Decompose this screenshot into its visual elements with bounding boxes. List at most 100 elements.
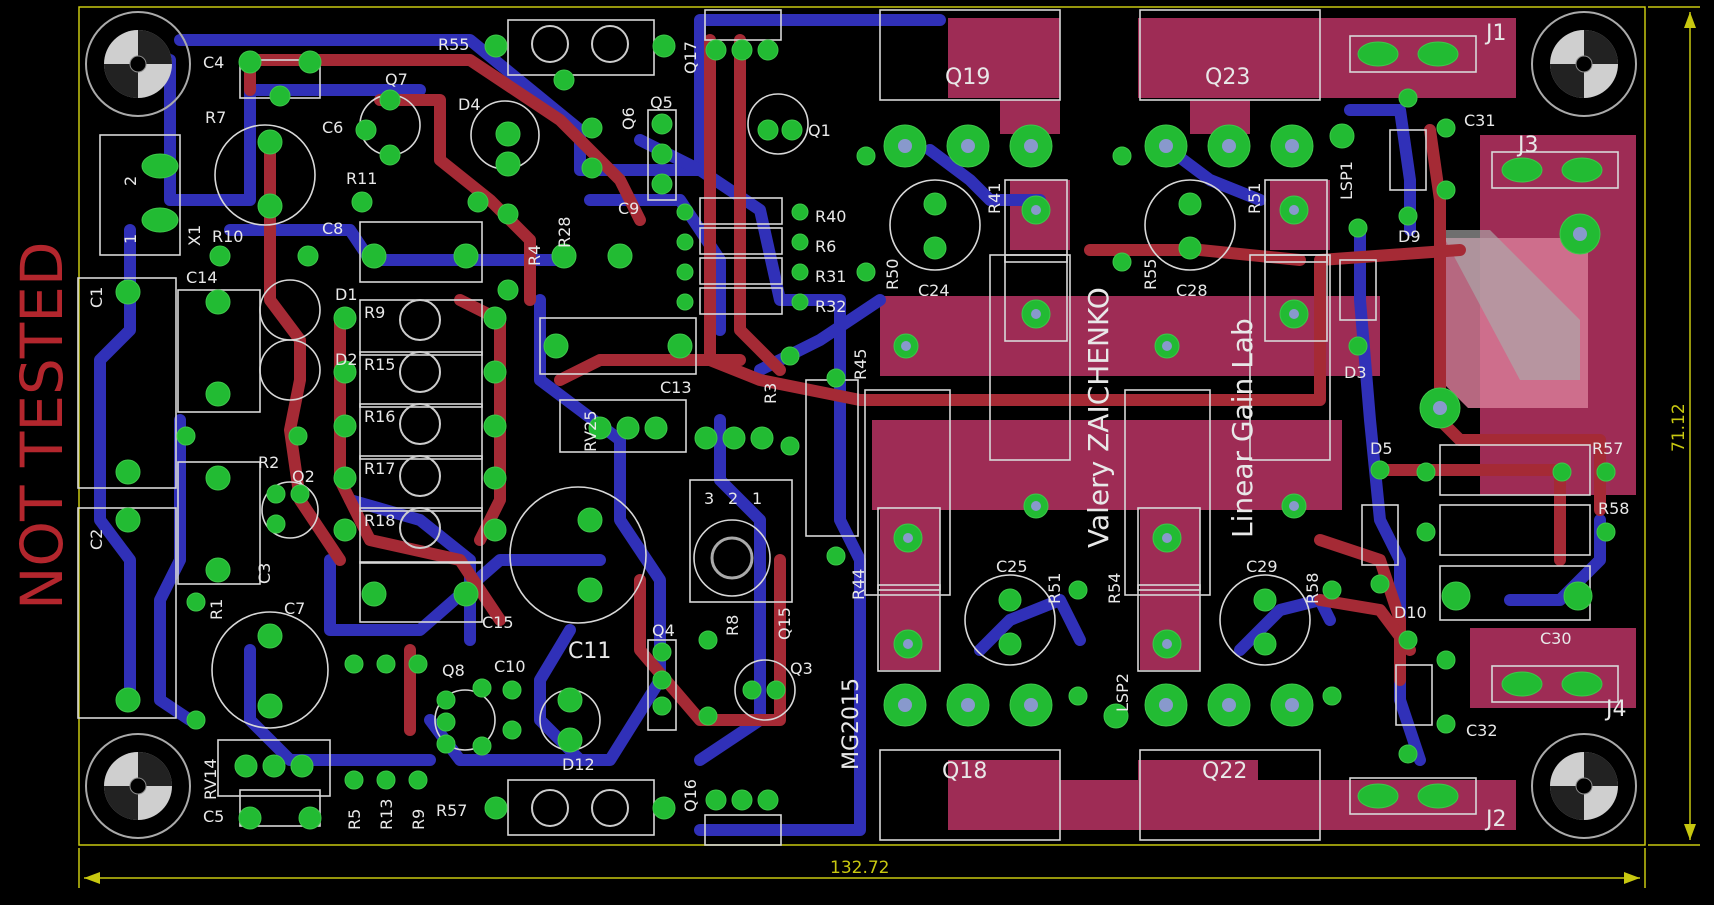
label-C9: C9 (618, 199, 639, 218)
label-D12: D12 (562, 755, 595, 774)
label-C4: C4 (203, 53, 224, 72)
label-R50: R51 (1245, 183, 1264, 214)
dimensions: 132.72 71.12 (78, 6, 1700, 888)
pads (115, 25, 1616, 830)
component-labels: C4 R7 C6 Q7 R55 D4 Q5 Q1 R11 C9 R40 R6 R… (186, 21, 1629, 832)
label-X1-pin2: 2 (121, 176, 140, 186)
label-Q16: Q16 (681, 779, 700, 812)
label-D5: D5 (1370, 439, 1393, 458)
label-C6: C6 (322, 118, 343, 137)
label-C30: C30 (1540, 629, 1572, 648)
label-D9: D9 (1398, 227, 1421, 246)
label-R15: R15 (364, 355, 395, 374)
label-D3: D3 (1344, 363, 1367, 382)
label-R40: R41 (985, 183, 1004, 214)
label-R54: R55 (1141, 259, 1160, 290)
label-R57: R57 (1592, 439, 1623, 458)
label-Q17: Q17 (681, 41, 700, 74)
label-Q7: Q7 (385, 70, 408, 89)
not-tested-watermark: NOT TESTED (8, 241, 76, 610)
mounting-hole-tr (1531, 11, 1637, 117)
height-dimension: 71.12 (1669, 403, 1689, 452)
label-R41: R44 (849, 569, 868, 600)
label-Q22: Q22 (1202, 759, 1247, 784)
label-Q18: Q18 (942, 759, 987, 784)
label-R11: R10 (212, 227, 243, 246)
label-C14: C14 (186, 268, 218, 287)
label-R55: R58 (1303, 573, 1322, 604)
pot-pin-1: 1 (752, 489, 762, 508)
label-Q4: Q4 (652, 621, 675, 640)
label-C1: C1 (87, 287, 106, 308)
label-R31: R40 (815, 207, 846, 226)
label-Q19: Q19 (945, 65, 990, 90)
label-R13: R13 (377, 799, 396, 830)
label-R2: R2 (258, 453, 279, 472)
label-R8: R8 (723, 615, 742, 636)
label-D10: D10 (1394, 603, 1427, 622)
label-Q8: Q8 (442, 661, 465, 680)
label-R44: R50 (883, 259, 902, 290)
label-C25: C25 (996, 557, 1028, 576)
mounting-hole-tl (85, 11, 191, 117)
label-R7: R7 (205, 108, 226, 127)
pot-pin-2: 2 (728, 489, 738, 508)
label-C5: C5 (203, 807, 224, 826)
label-X1-pin1: 1 (121, 234, 140, 244)
mounting-hole-bl (85, 733, 191, 839)
label-C15: C15 (482, 613, 514, 632)
label-R58: R58 (1598, 499, 1629, 518)
label-R27: R31 (815, 267, 846, 286)
lab-label: Linear Gain Lab (1226, 318, 1259, 538)
label-Q23: Q23 (1205, 65, 1250, 90)
label-RV25: RV25 (581, 410, 600, 452)
label-J4: J4 (1604, 697, 1627, 722)
label-C28: C28 (1176, 281, 1208, 300)
label-C3: C3 (255, 563, 274, 584)
rotated-labels: X1 1 2 C1 C2 C3 R1 RV14 R5 R13 R9 R4 R28… (8, 41, 1356, 830)
label-C29: C29 (1246, 557, 1278, 576)
heatsink-fins (1440, 230, 1580, 380)
label-R42: R45 (851, 349, 870, 380)
label-C7: C7 (284, 599, 305, 618)
label-Q1: Q1 (808, 121, 831, 140)
label-R16: R16 (364, 407, 395, 426)
label-R26: R28 (555, 217, 574, 248)
label-J3: J3 (1516, 133, 1539, 158)
label-D4: D4 (458, 95, 481, 114)
label-R6: R6 (815, 237, 836, 256)
label-LSP1: LSP1 (1337, 161, 1356, 200)
label-R28: R32 (815, 297, 846, 316)
label-Q15: Q15 (775, 607, 794, 640)
label-Q5: Q5 (650, 93, 673, 112)
label-X1: X1 (185, 225, 204, 246)
label-R5: R5 (345, 809, 364, 830)
label-C10: C10 (494, 657, 526, 676)
author-label: Valery ZAICHENKO (1082, 287, 1115, 548)
label-C2: C2 (87, 529, 106, 550)
label-C31: C31 (1464, 111, 1496, 130)
label-J2: J2 (1484, 807, 1507, 832)
label-J1: J1 (1484, 21, 1507, 46)
label-R17: R17 (364, 459, 395, 478)
label-R33: R57 (436, 801, 467, 820)
board-outline (78, 6, 1646, 846)
label-Q6: Q6 (619, 107, 638, 130)
label-R3: R3 (761, 383, 780, 404)
label-Q2: Q2 (292, 467, 315, 486)
label-R1: R1 (207, 599, 226, 620)
silkscreen-outlines (77, 9, 1619, 846)
label-C11: C11 (568, 639, 611, 664)
label-C24: C24 (918, 281, 950, 300)
label-C13: C13 (660, 378, 692, 397)
label-R45: R51 (1045, 573, 1064, 604)
label-R18: R18 (364, 511, 395, 530)
label-C8: C8 (322, 219, 343, 238)
label-Q3: Q3 (790, 659, 813, 678)
label-R32: R55 (438, 35, 469, 54)
label-R9: R9 (409, 809, 428, 830)
label-D1: D1 (335, 285, 358, 304)
label-R12: R11 (346, 169, 377, 188)
pot-pin-3: 3 (704, 489, 714, 508)
